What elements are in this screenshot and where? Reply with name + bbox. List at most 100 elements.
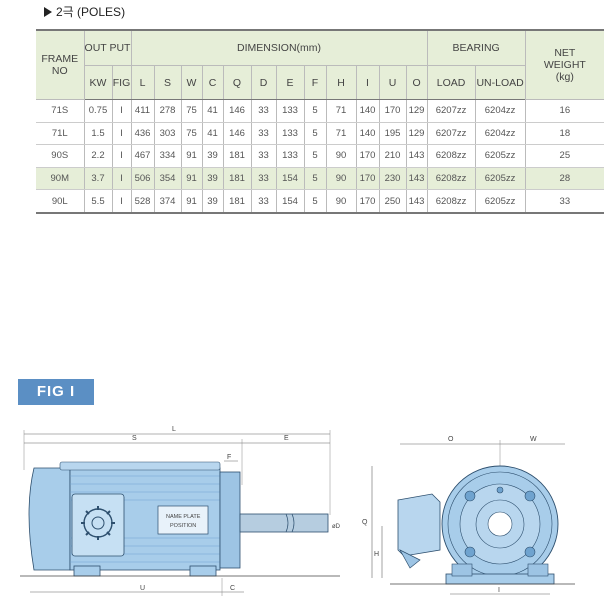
cell-unload: 6205zz	[474, 167, 526, 191]
dim-label-h: H	[374, 551, 379, 558]
cell-unload: 6205zz	[474, 144, 526, 168]
cell-c: 39	[201, 189, 224, 214]
frame-line2: NO	[51, 65, 68, 77]
cell-c: 41	[201, 99, 224, 123]
cell-h: 90	[325, 144, 357, 168]
cell-s: 278	[153, 99, 182, 123]
cell-kw: 3.7	[83, 167, 113, 191]
cell-s: 354	[153, 167, 182, 191]
cell-l: 506	[130, 167, 155, 191]
cell-f: 5	[303, 189, 327, 214]
cell-w: 91	[180, 144, 203, 168]
cell-load: 6208zz	[426, 189, 476, 214]
cell-o: 143	[405, 144, 428, 168]
cell-fig: I	[111, 189, 132, 214]
dim-label-l: L	[172, 426, 176, 433]
cell-l: 528	[130, 189, 155, 214]
cell-c: 39	[201, 167, 224, 191]
sub-load: LOAD	[426, 65, 476, 100]
cell-o: 129	[405, 99, 428, 123]
cell-weight: 18	[524, 122, 605, 146]
motor-drawing: L S E F NAME	[20, 426, 575, 596]
cell-frame: 90M	[36, 167, 85, 191]
sub-dim-u: U	[378, 65, 407, 100]
sub-dim-o: O	[405, 65, 428, 100]
sub-dim-i: I	[355, 65, 380, 100]
cell-u: 230	[378, 167, 407, 191]
table-row: 90M 3.7 I 506 354 91 39 181 33 154 5 90 …	[36, 167, 605, 191]
cell-weight: 28	[524, 167, 605, 191]
sub-dim-q: Q	[222, 65, 252, 100]
cell-i: 170	[355, 167, 380, 191]
cell-f: 5	[303, 144, 327, 168]
cell-u: 170	[378, 99, 407, 123]
dim-label-i: I	[498, 587, 500, 594]
cell-e: 133	[275, 144, 305, 168]
cell-weight: 33	[524, 189, 605, 214]
front-view: O W Q H I	[362, 436, 575, 595]
cell-weight: 25	[524, 144, 605, 168]
cell-q: 146	[222, 99, 252, 123]
sub-kw: KW	[84, 65, 113, 100]
triangle-bullet-icon	[44, 7, 52, 17]
cell-h: 90	[325, 167, 357, 191]
cell-h: 71	[325, 99, 357, 123]
cell-i: 140	[355, 99, 380, 123]
cell-c: 41	[201, 122, 224, 146]
sub-dim-e: E	[275, 65, 305, 100]
weight-line1: NET	[554, 47, 576, 59]
dim-label-d: øD	[332, 524, 341, 530]
cell-d: 33	[250, 189, 277, 214]
cell-w: 91	[180, 189, 203, 214]
sub-dim-c: C	[201, 65, 224, 100]
cell-frame: 71S	[36, 99, 85, 123]
cell-i: 170	[355, 189, 380, 214]
cell-fig: I	[111, 144, 132, 168]
cell-s: 334	[153, 144, 182, 168]
cell-frame: 90L	[36, 189, 85, 214]
shaft	[239, 513, 329, 533]
sub-dim-l: L	[130, 65, 155, 100]
cell-fig: I	[111, 99, 132, 123]
header-frame-no: FRAME NO	[36, 30, 85, 100]
heading-text: 2극 (POLES)	[56, 5, 126, 19]
cell-l: 411	[130, 99, 155, 123]
cell-d: 33	[250, 99, 277, 123]
sub-unload: UN-LOAD	[474, 65, 526, 100]
cell-e: 133	[275, 99, 305, 123]
table-row: 71L 1.5 I 436 303 75 41 146 33 133 5 71 …	[36, 122, 605, 146]
header-row-2: KW FIG L S W C Q D E F H I U O LOAD UN-L…	[36, 65, 604, 100]
cell-w: 91	[180, 167, 203, 191]
cell-f: 5	[303, 167, 327, 191]
cell-e: 133	[275, 122, 305, 146]
cell-load: 6208zz	[426, 167, 476, 191]
cell-w: 75	[180, 99, 203, 123]
cell-i: 170	[355, 144, 380, 168]
cell-unload: 6205zz	[474, 189, 526, 214]
cell-load: 6207zz	[426, 99, 476, 123]
section-heading: 2극 (POLES)	[44, 3, 125, 20]
dim-label-c: C	[230, 585, 235, 592]
cell-f: 5	[303, 122, 327, 146]
sub-dim-f: F	[303, 65, 327, 100]
plate-line2: POSITION	[170, 523, 196, 529]
cell-e: 154	[275, 189, 305, 214]
cell-o: 129	[405, 122, 428, 146]
cell-e: 154	[275, 167, 305, 191]
header-bearing: BEARING	[426, 30, 526, 66]
cell-w: 75	[180, 122, 203, 146]
dim-label-f: F	[227, 454, 231, 461]
cell-fig: I	[111, 167, 132, 191]
header-row-1: FRAME NO OUT PUT DIMENSION(mm) BEARING N…	[36, 30, 605, 100]
cell-unload: 6204zz	[474, 122, 526, 146]
cell-frame: 71L	[36, 122, 85, 146]
header-weight: NET WEIGHT (kg)	[524, 30, 605, 100]
cell-q: 181	[222, 144, 252, 168]
dim-label-w: W	[530, 436, 537, 443]
cell-u: 250	[378, 189, 407, 214]
header-output: OUT PUT	[83, 30, 132, 66]
cell-q: 146	[222, 122, 252, 146]
cell-o: 143	[405, 167, 428, 191]
plate-line1: NAME PLATE	[166, 514, 201, 520]
cell-i: 140	[355, 122, 380, 146]
